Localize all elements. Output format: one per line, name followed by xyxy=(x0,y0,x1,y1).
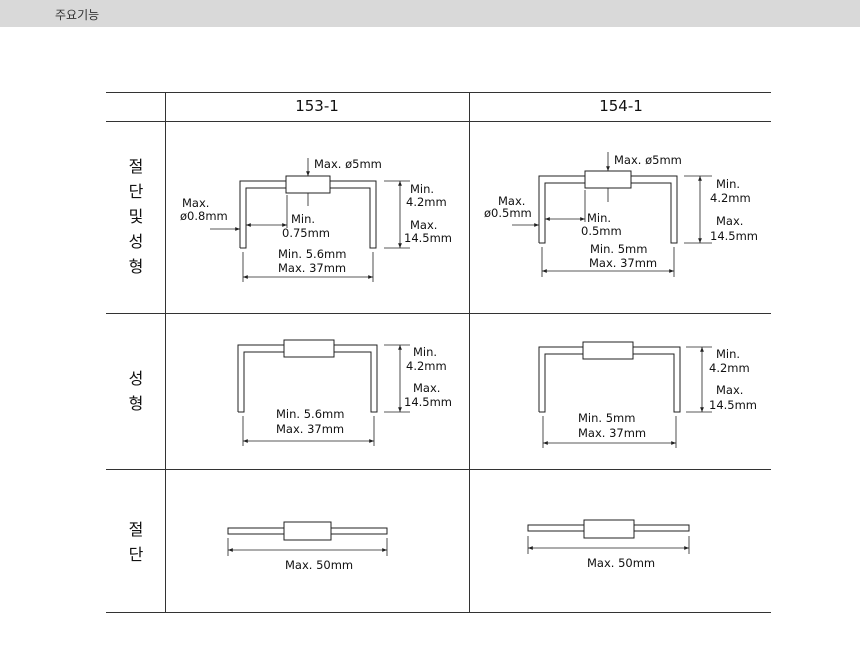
dim-label: Max. 37mm xyxy=(578,426,646,440)
dim-label: 4.2mm xyxy=(406,359,447,373)
dim-label: 0.75mm xyxy=(282,226,330,240)
table-rule xyxy=(106,121,771,122)
dim-label: 4.2mm xyxy=(406,195,447,209)
dim-label: Min. xyxy=(716,347,740,361)
dim-label: Max. xyxy=(410,218,437,232)
table-col-rule xyxy=(165,92,166,612)
dim-label: Min. xyxy=(716,177,740,191)
lead-wire xyxy=(330,180,377,249)
column-header-154-1: 154-1 xyxy=(599,97,643,115)
dim-label: 14.5mm xyxy=(404,231,452,245)
dim-label: Min. 5mm xyxy=(578,411,635,425)
dim-label: Max. xyxy=(182,196,209,210)
dim-label: Max. xyxy=(413,381,440,395)
diagram-form-154-1: Min. 4.2mm Max. 14.5mm Min. 5mm Max. 37m… xyxy=(538,341,757,448)
dim-label: Max. xyxy=(498,194,525,208)
component-body xyxy=(584,170,632,189)
row-label-cut: 절 단 xyxy=(106,517,166,567)
dim-label: Min. xyxy=(587,211,611,225)
page-title: 주요기능 xyxy=(55,8,100,22)
component-body xyxy=(283,339,335,358)
component-body xyxy=(583,519,635,539)
lead-wire xyxy=(631,175,678,244)
dim-label: 4.2mm xyxy=(710,191,751,205)
dim-label: ø0.8mm xyxy=(180,209,228,223)
component-body xyxy=(582,341,634,360)
dim-label: Max. 37mm xyxy=(589,256,657,270)
lead-wire xyxy=(538,175,585,244)
top-bar: 주요기능 xyxy=(0,0,860,27)
dim-label: ø0.5mm xyxy=(484,206,532,220)
lead-wire xyxy=(237,344,284,413)
row-label-char: 성 xyxy=(128,369,144,388)
lead-wire xyxy=(334,344,378,413)
table-rule xyxy=(106,469,771,470)
dim-label: Max. 50mm xyxy=(587,556,655,570)
row-label-char: 성 xyxy=(128,232,144,251)
dim-label: Min. xyxy=(413,345,437,359)
lead-wire xyxy=(538,346,583,413)
row-label-char: 절 xyxy=(128,520,144,539)
dim-label: 14.5mm xyxy=(404,395,452,409)
column-header-153-1: 153-1 xyxy=(295,97,339,115)
component-body xyxy=(283,521,332,541)
dim-label: 4.2mm xyxy=(709,361,750,375)
table-rule xyxy=(106,92,771,93)
row-label-char: 절 xyxy=(128,157,144,176)
dim-label: Min. 5.6mm xyxy=(276,407,344,421)
table-col-rule xyxy=(469,92,470,612)
diagram-cut-form-154-1: Max. ø5mm Max. ø0.5mm Min. 0.5mm Min. 4.… xyxy=(484,152,758,277)
lead-wire xyxy=(239,180,286,249)
diagram-cut-form-153-1: Max. ø5mm Max. ø0.8mm Min. 0.75mm Min. 4… xyxy=(180,157,452,282)
table-rule xyxy=(106,612,771,613)
row-label-cut-and-form: 절 단 및 성 형 xyxy=(106,154,166,279)
row-label-form: 성 형 xyxy=(106,366,166,416)
row-label-char: 단 xyxy=(128,545,144,564)
dim-label: 14.5mm xyxy=(710,229,758,243)
dim-label: Max. 37mm xyxy=(278,261,346,275)
table-rule xyxy=(106,313,771,314)
dim-label: Min. xyxy=(410,182,434,196)
dim-label: Max. 37mm xyxy=(276,422,344,436)
row-label-char: 형 xyxy=(128,394,144,413)
dim-label: Min. 5mm xyxy=(590,242,647,256)
dim-label: Max. 50mm xyxy=(285,558,353,572)
dim-label: Max. ø5mm xyxy=(614,153,682,167)
row-label-char: 및 xyxy=(128,207,144,226)
dim-label: 14.5mm xyxy=(709,398,757,412)
diagram-form-153-1: Min. 4.2mm Max. 14.5mm Min. 5.6mm Max. 3… xyxy=(237,339,452,446)
dim-label: Max. ø5mm xyxy=(314,157,382,171)
row-label-char: 형 xyxy=(128,257,144,276)
dim-label: Max. xyxy=(716,214,743,228)
lead-wire xyxy=(633,346,681,413)
diagram-cut-153-1: Max. 50mm xyxy=(227,521,388,572)
component-body xyxy=(285,175,331,194)
row-label-char: 단 xyxy=(128,182,144,201)
dim-label: Min. xyxy=(291,212,315,226)
dim-label: Max. xyxy=(716,383,743,397)
diagram-cut-154-1: Max. 50mm xyxy=(527,519,690,570)
dim-label: Min. 5.6mm xyxy=(278,247,346,261)
dim-label: 0.5mm xyxy=(581,224,622,238)
